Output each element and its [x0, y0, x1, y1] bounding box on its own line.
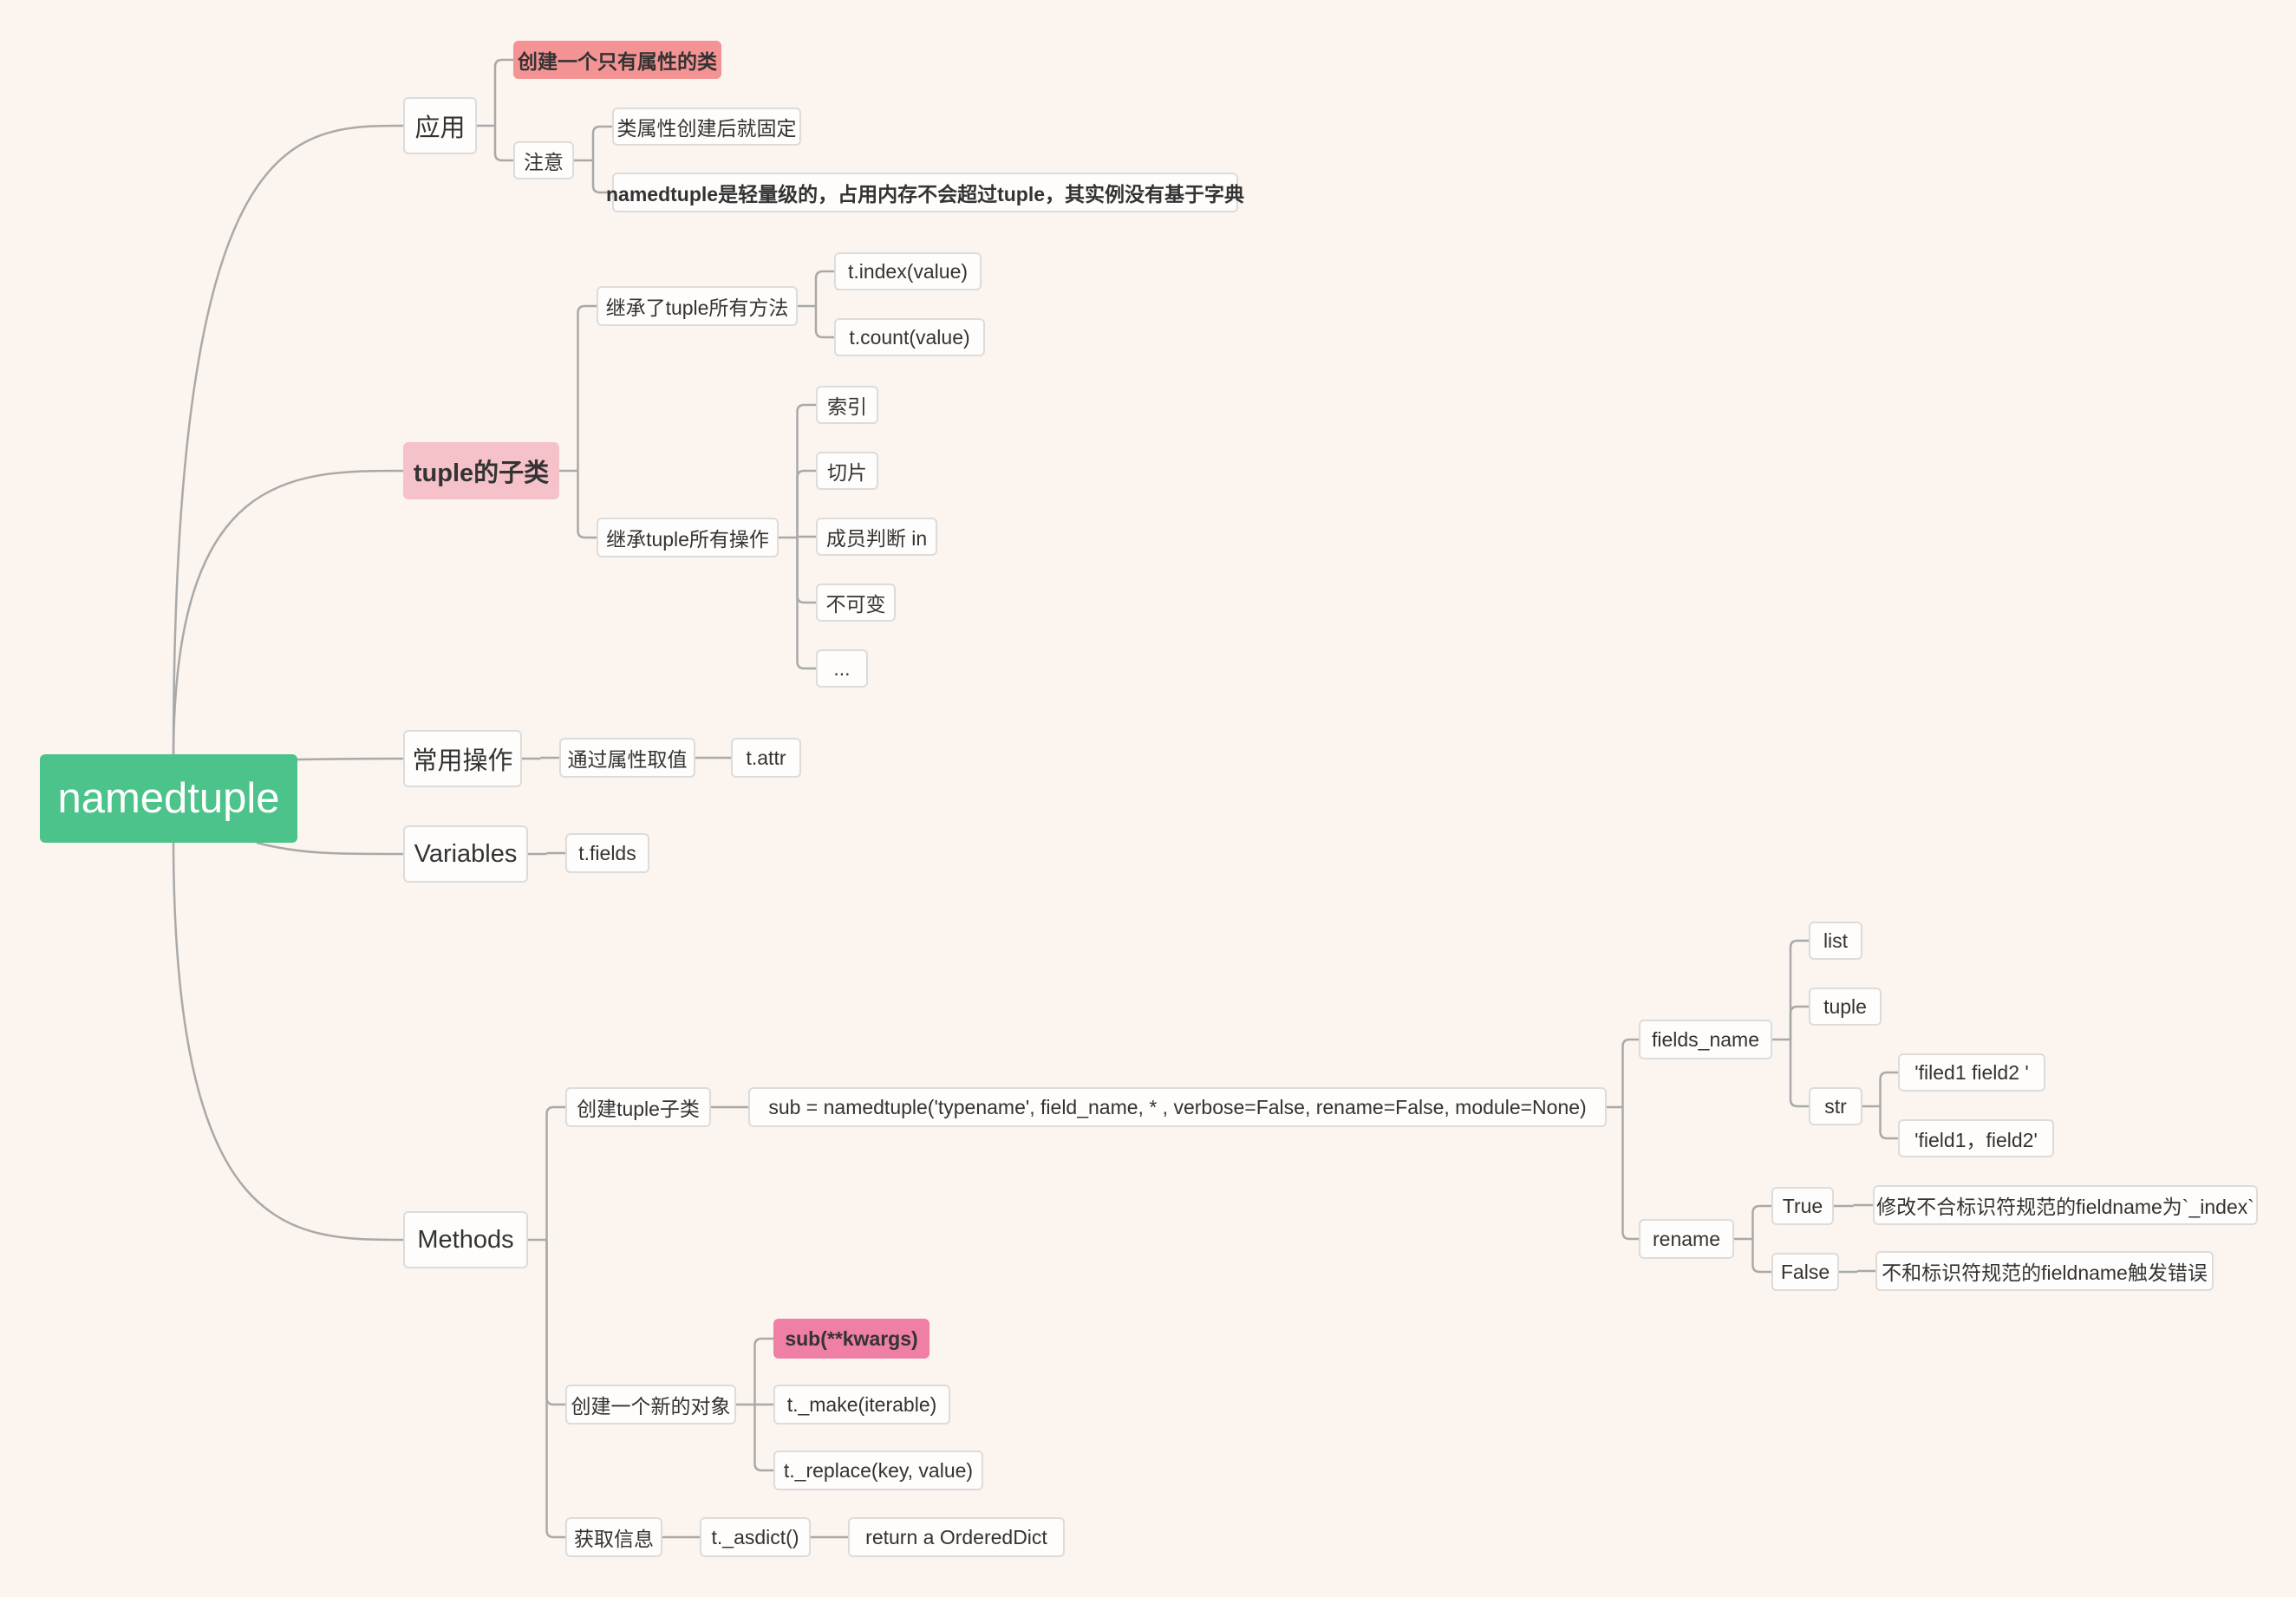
topic-t-attr[interactable]: t.attr	[731, 738, 801, 778]
branch-connector	[545, 1240, 565, 1539]
branch-connector	[796, 538, 816, 604]
branch-connector	[814, 306, 834, 339]
topic-common-ops[interactable]: 常用操作	[403, 730, 522, 787]
topic-rename-true-desc[interactable]: 修改不合标识符规范的fieldname为`_index`	[1873, 1185, 2258, 1225]
branch-connector	[796, 538, 816, 670]
topic-index-method[interactable]: t.index(value)	[834, 252, 982, 290]
branch-connector	[1621, 1038, 1639, 1107]
topic-op-immutable[interactable]: 不可变	[816, 583, 896, 622]
branch-connector	[1621, 1107, 1639, 1241]
topic-fields-str[interactable]: str	[1809, 1087, 1862, 1125]
topic-inherit-methods[interactable]: 继承了tuple所有方法	[597, 286, 798, 326]
topic-inherit-ops[interactable]: 继承tuple所有操作	[597, 518, 779, 557]
branch-connector	[545, 1105, 565, 1240]
root-node[interactable]: namedtuple	[40, 754, 297, 843]
branch-connector	[591, 160, 612, 194]
topic-variables[interactable]: Variables	[403, 825, 528, 883]
topic-asdict[interactable]: t._asdict()	[700, 1517, 811, 1557]
branch-connector	[1789, 1005, 1809, 1040]
branch-connector	[1879, 1106, 1898, 1140]
topic-create-attr-class[interactable]: 创建一个只有属性的类	[513, 41, 721, 79]
topic-op-index[interactable]: 索引	[816, 386, 878, 424]
topic-lightweight[interactable]: namedtuple是轻量级的，占用内存不会超过tuple，其实例没有基于字典	[606, 173, 1244, 212]
topic-attr-access[interactable]: 通过属性取值	[559, 738, 695, 778]
branch-connector	[577, 304, 597, 471]
branch-connector	[814, 270, 834, 306]
topic-namedtuple-signature[interactable]: sub = namedtuple('typename', field_name,…	[748, 1087, 1607, 1127]
topic-fields-tuple[interactable]: tuple	[1809, 988, 1882, 1026]
topic-replace[interactable]: t._replace(key, value)	[773, 1450, 983, 1490]
branch-connector	[577, 471, 597, 539]
branch-connector	[591, 125, 612, 160]
branch-connector	[753, 1337, 773, 1405]
topic-make-iterable[interactable]: t._make(iterable)	[773, 1385, 950, 1424]
root-connector	[172, 124, 404, 760]
branch-connector	[796, 469, 816, 538]
topic-rename-false[interactable]: False	[1771, 1253, 1839, 1291]
topic-op-more[interactable]: ...	[816, 649, 868, 688]
branch-connector	[796, 403, 816, 538]
topic-fields-name[interactable]: fields_name	[1639, 1020, 1772, 1059]
topic-get-info[interactable]: 获取信息	[565, 1517, 662, 1557]
topic-op-membership[interactable]: 成员判断 in	[816, 518, 937, 556]
branch-connector	[1789, 1040, 1809, 1108]
root-connector	[172, 837, 404, 1242]
topic-methods[interactable]: Methods	[403, 1211, 528, 1268]
branch-connector	[1879, 1071, 1898, 1106]
branch-connector	[493, 58, 513, 126]
topic-op-slice[interactable]: 切片	[816, 452, 878, 490]
topic-application[interactable]: 应用	[403, 97, 477, 154]
topic-tuple-subclass[interactable]: tuple的子类	[403, 442, 559, 499]
topic-rename-false-desc[interactable]: 不和标识符规范的fieldname触发错误	[1875, 1251, 2214, 1291]
branch-connector	[545, 1240, 565, 1406]
branch-connector	[1751, 1204, 1771, 1239]
topic-sub-kwargs[interactable]: sub(**kwargs)	[773, 1319, 929, 1359]
topic-ordereddict-return[interactable]: return a OrderedDict	[848, 1517, 1065, 1557]
topic-str-space-separated[interactable]: 'filed1 field2 '	[1898, 1053, 2045, 1092]
topic-rename-true[interactable]: True	[1771, 1187, 1834, 1225]
branch-connector	[493, 126, 513, 162]
topic-t-fields[interactable]: t.fields	[565, 833, 649, 873]
topic-create-subclass[interactable]: 创建tuple子类	[565, 1087, 711, 1127]
branch-connector	[1789, 939, 1809, 1040]
topic-str-comma-separated[interactable]: 'field1，field2'	[1898, 1119, 2054, 1157]
branch-connector	[753, 1405, 773, 1472]
topic-count-method[interactable]: t.count(value)	[834, 318, 985, 356]
topic-attr-fixed[interactable]: 类属性创建后就固定	[612, 108, 801, 146]
topic-create-new-object[interactable]: 创建一个新的对象	[565, 1385, 736, 1424]
root-connector	[172, 469, 404, 760]
topic-fields-list[interactable]: list	[1809, 922, 1862, 960]
root-connector	[256, 841, 404, 856]
topic-rename[interactable]: rename	[1639, 1219, 1734, 1259]
topic-note[interactable]: 注意	[513, 141, 574, 179]
branch-connector	[1751, 1239, 1771, 1274]
